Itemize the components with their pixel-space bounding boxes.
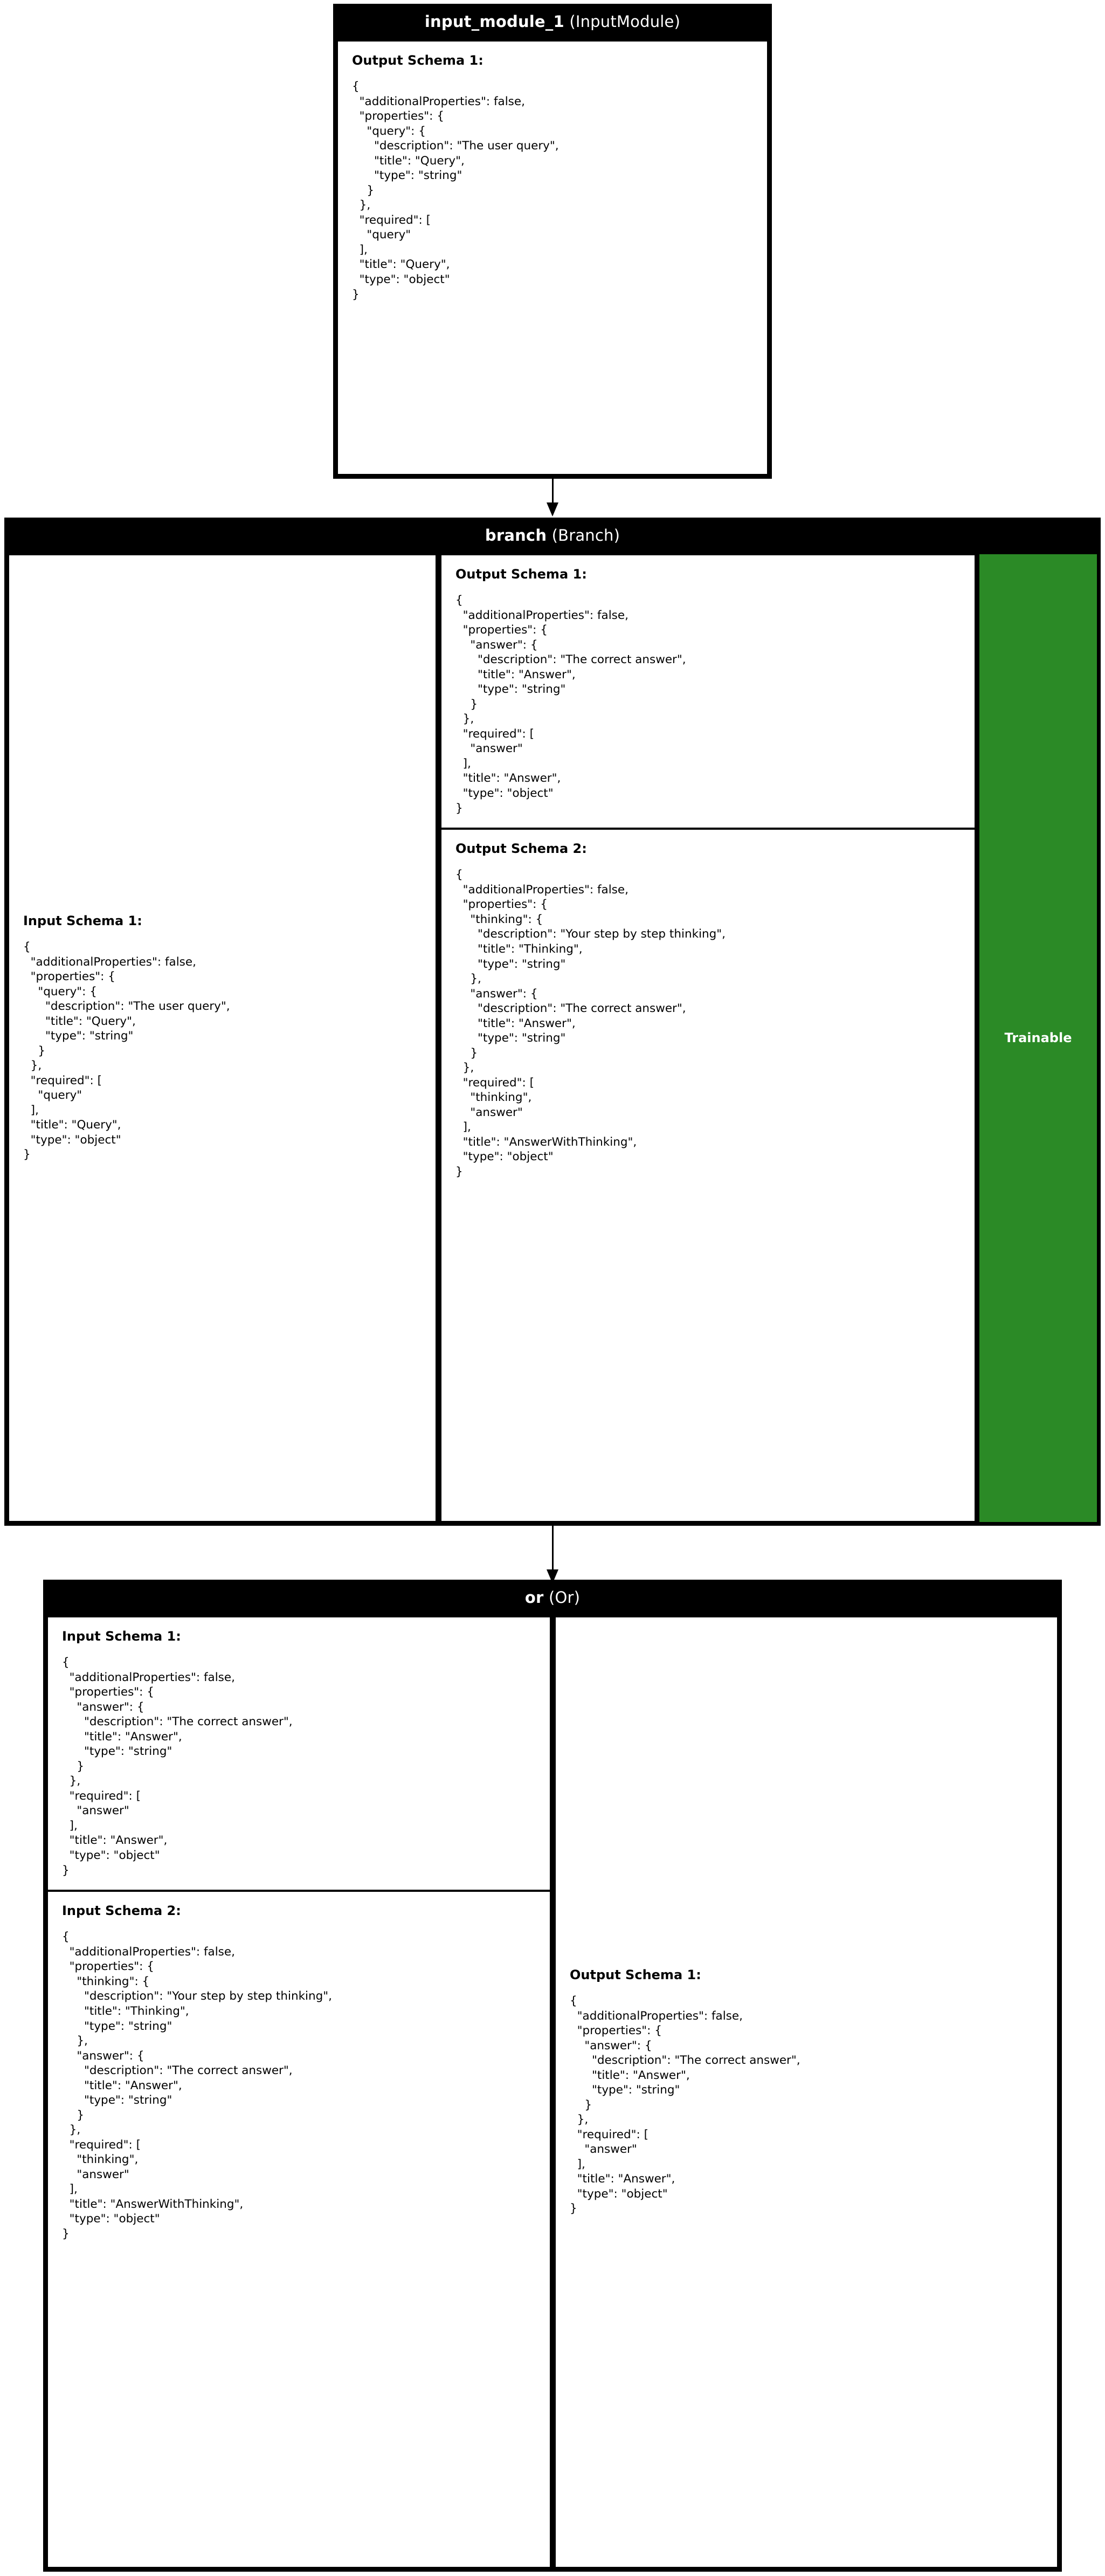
schema-code: { "additionalProperties": false, "proper… bbox=[455, 868, 726, 1179]
output-column: Output Schema 1: { "additionalProperties… bbox=[337, 40, 768, 475]
output-column: Output Schema 1: { "additionalProperties… bbox=[440, 554, 976, 1522]
module-type: (InputModule) bbox=[569, 12, 681, 31]
schema-box-output-1: Output Schema 1: { "additionalProperties… bbox=[440, 554, 976, 829]
output-column: Output Schema 1: { "additionalProperties… bbox=[555, 1616, 1058, 2568]
module-type: (Or) bbox=[548, 1588, 581, 1607]
schema-box-input-2: Input Schema 2: { "additionalProperties"… bbox=[47, 1891, 551, 2568]
schema-code: { "additionalProperties": false, "proper… bbox=[352, 80, 559, 301]
schema-box-output-1: Output Schema 1: { "additionalProperties… bbox=[556, 1617, 1057, 2567]
module-title-input-module-1: input_module_1 (InputModule) bbox=[333, 4, 772, 40]
module-name: branch bbox=[485, 526, 547, 545]
input-column: Input Schema 1: { "additionalProperties"… bbox=[47, 1616, 551, 2568]
module-title-or: or (Or) bbox=[43, 1580, 1062, 1616]
schema-label: Input Schema 1: bbox=[62, 1628, 181, 1644]
schema-code: { "additionalProperties": false, "proper… bbox=[23, 940, 230, 1162]
schema-box-input-1: Input Schema 1: { "additionalProperties"… bbox=[9, 555, 436, 1521]
schema-box-output-2: Output Schema 2: { "additionalProperties… bbox=[440, 829, 976, 1522]
schema-label: Output Schema 1: bbox=[570, 1967, 701, 1982]
module-name: or bbox=[524, 1588, 544, 1607]
schema-box-output-1: Output Schema 1: { "additionalProperties… bbox=[338, 41, 767, 474]
schema-label: Output Schema 1: bbox=[455, 566, 587, 582]
module-name: input_module_1 bbox=[424, 12, 564, 31]
module-body-branch: Input Schema 1: { "additionalProperties"… bbox=[4, 554, 1101, 1526]
module-title-branch: branch (Branch) bbox=[4, 518, 1101, 554]
arrow-head bbox=[547, 502, 558, 516]
schema-code: { "additionalProperties": false, "proper… bbox=[62, 1930, 332, 2241]
schema-label: Output Schema 2: bbox=[455, 841, 587, 857]
module-type: (Branch) bbox=[551, 526, 620, 545]
schema-code: { "additionalProperties": false, "proper… bbox=[455, 594, 686, 815]
schema-label: Input Schema 1: bbox=[23, 913, 142, 928]
module-branch[interactable]: branch (Branch) Input Schema 1: { "addit… bbox=[4, 518, 1101, 1526]
arrow-shaft bbox=[551, 1526, 554, 1572]
module-body-or: Input Schema 1: { "additionalProperties"… bbox=[43, 1616, 1062, 2572]
schema-code: { "additionalProperties": false, "proper… bbox=[570, 1994, 800, 2216]
module-input-module-1[interactable]: input_module_1 (InputModule) Output Sche… bbox=[333, 4, 772, 479]
module-or[interactable]: or (Or) Input Schema 1: { "additionalPro… bbox=[43, 1580, 1062, 2572]
schema-code: { "additionalProperties": false, "proper… bbox=[62, 1656, 293, 1877]
input-column: Input Schema 1: { "additionalProperties"… bbox=[8, 554, 437, 1522]
schema-label: Output Schema 1: bbox=[352, 52, 484, 68]
module-body-input-module-1: Output Schema 1: { "additionalProperties… bbox=[333, 40, 772, 479]
trainable-label: Trainable bbox=[1004, 1030, 1072, 1046]
schema-label: Input Schema 2: bbox=[62, 1903, 181, 1919]
schema-box-input-1: Input Schema 1: { "additionalProperties"… bbox=[47, 1616, 551, 1891]
trainable-badge: Trainable bbox=[979, 554, 1097, 1522]
arrow-shaft bbox=[551, 479, 554, 505]
